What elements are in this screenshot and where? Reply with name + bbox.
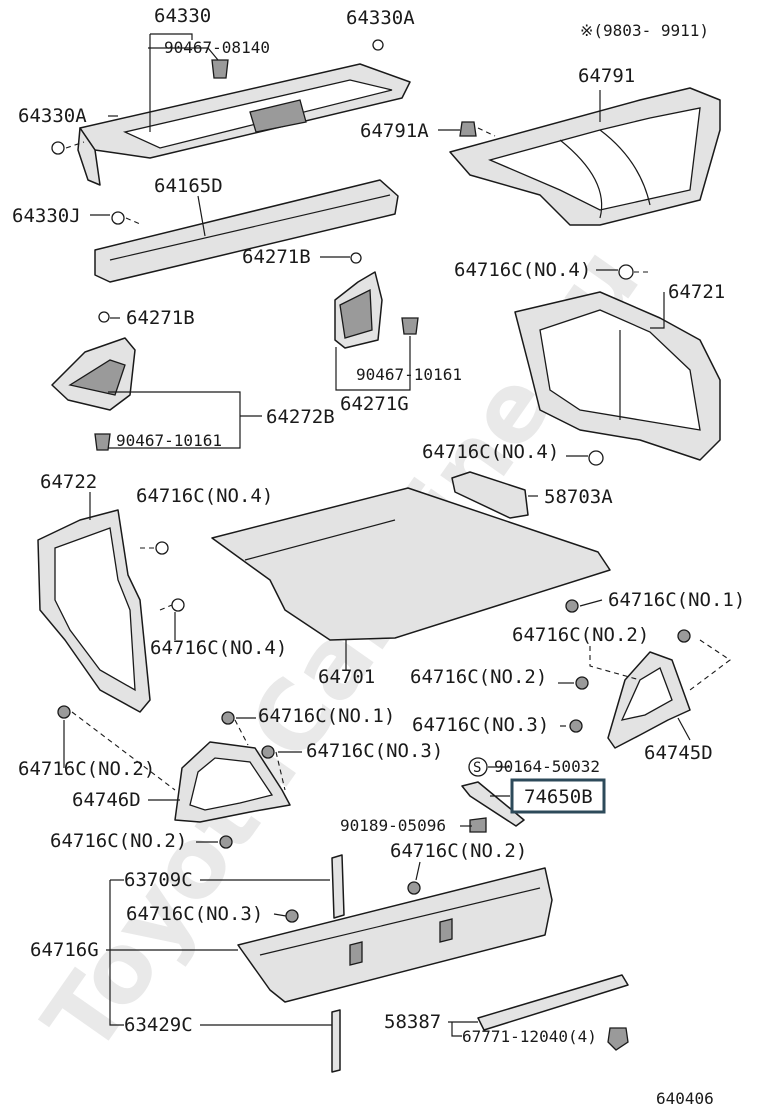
- label-64716C-no1-b: 64716C(NO.1): [258, 705, 395, 727]
- pin-63429C: [331, 1009, 341, 1073]
- label-64330A-top: 64330A: [346, 7, 415, 29]
- note-date-range: ※(9803- 9911): [580, 21, 709, 40]
- label-67771-12040: 67771-12040(4): [462, 1027, 597, 1046]
- label-64716C-no4-a: 64716C(NO.4): [454, 259, 591, 281]
- label-64330J: 64330J: [12, 205, 81, 227]
- label-64165D: 64165D: [154, 175, 223, 197]
- label-64716C-no2-c: 64716C(NO.2): [18, 758, 155, 780]
- label-64716C-no3-b: 64716C(NO.3): [306, 740, 443, 762]
- label-64271G: 64271G: [340, 393, 409, 415]
- label-64330A-left: 64330A: [18, 105, 87, 127]
- label-64791A: 64791A: [360, 120, 429, 142]
- label-64716C-no2-a: 64716C(NO.2): [512, 624, 649, 646]
- label-63709C: 63709C: [124, 869, 193, 891]
- label-63429C: 63429C: [124, 1014, 193, 1036]
- trunk-mat-64791: [449, 87, 721, 226]
- label-74650B: 74650B: [524, 786, 593, 808]
- label-64746D: 64746D: [72, 789, 141, 811]
- label-90189-05096: 90189-05096: [340, 816, 446, 835]
- label-64716C-no1-a: 64716C(NO.1): [608, 589, 745, 611]
- label-58387: 58387: [384, 1011, 441, 1033]
- label-64330: 64330: [154, 5, 211, 27]
- leader-lines: [63, 33, 731, 1037]
- garnish-64165D: [94, 179, 399, 283]
- floor-mat-64701: [211, 487, 611, 641]
- label-64272B: 64272B: [266, 406, 335, 428]
- label-58703A: 58703A: [544, 486, 613, 508]
- label-64716C-no4-c: 64716C(NO.4): [136, 485, 273, 507]
- strip-58387: [477, 974, 629, 1051]
- label-64716C-no4-b: 64716C(NO.4): [422, 441, 559, 463]
- label-64716C-no4-d: 64716C(NO.4): [150, 637, 287, 659]
- label-64271B-lower: 64271B: [126, 307, 195, 329]
- label-90467-10161-a: 90467-10161: [356, 365, 462, 384]
- bracket-64271G: [334, 271, 383, 349]
- highlight-box-74650B: [510, 778, 606, 814]
- label-64791: 64791: [578, 65, 635, 87]
- footer-code: 640406: [656, 1089, 714, 1108]
- label-64716G: 64716G: [30, 939, 99, 961]
- label-64701: 64701: [318, 666, 375, 688]
- s-marker-text: S: [473, 760, 481, 776]
- bracket-64272B: [51, 337, 136, 411]
- pad-58703A: [451, 471, 529, 519]
- label-90467-10161-b: 90467-10161: [116, 431, 222, 450]
- pin-63709C: [331, 854, 345, 919]
- label-64271B-upper: 64271B: [242, 246, 311, 268]
- trim-64746D: [174, 741, 291, 823]
- s-marker: S: [468, 757, 488, 777]
- side-trim-64721: [514, 291, 721, 461]
- label-64716C-no2-e: 64716C(NO.2): [390, 840, 527, 862]
- label-64716C-no2-d: 64716C(NO.2): [50, 830, 187, 852]
- label-64745D: 64745D: [644, 742, 713, 764]
- label-64722: 64722: [40, 471, 97, 493]
- label-64716C-no3-c: 64716C(NO.3): [126, 903, 263, 925]
- trim-64745D: [607, 651, 691, 749]
- package-tray-64330: [77, 63, 411, 186]
- side-trim-64722: [37, 509, 151, 713]
- label-64716C-no3-a: 64716C(NO.3): [412, 714, 549, 736]
- clips: [51, 39, 691, 923]
- label-90164-50032: 90164-50032: [494, 757, 600, 776]
- label-64716C-no2-b: 64716C(NO.2): [410, 666, 547, 688]
- rear-garnish-64716G: [237, 867, 553, 1003]
- label-90467-08140: 90467-08140: [164, 38, 270, 57]
- label-64721: 64721: [668, 281, 725, 303]
